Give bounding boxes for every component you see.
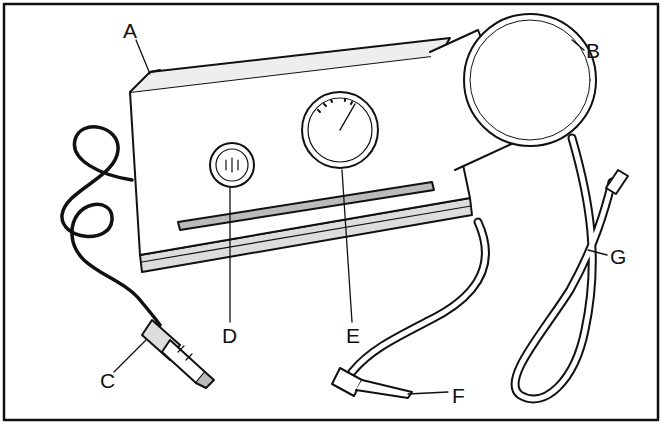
leader-lines xyxy=(114,40,607,394)
button-marks xyxy=(226,158,238,172)
housing-edge xyxy=(150,70,160,72)
inflator-hose-fill xyxy=(352,222,485,372)
callout-letter: D xyxy=(222,325,237,346)
gauge-ticks xyxy=(318,99,352,112)
vent-slot xyxy=(178,182,434,230)
plug-tip xyxy=(196,372,214,388)
plug-ridges xyxy=(178,346,192,360)
power-cord xyxy=(62,127,160,325)
frame-border xyxy=(4,4,658,420)
gauge-needle xyxy=(340,104,355,130)
callout-letter: F xyxy=(452,385,465,406)
inflator-hose xyxy=(352,222,485,372)
plug-barrel xyxy=(162,340,205,383)
gauge-face xyxy=(308,98,372,162)
chuck-body xyxy=(332,368,362,396)
power-button xyxy=(210,143,254,187)
callout-letter: A xyxy=(123,20,137,41)
chuck-lever xyxy=(356,380,412,398)
housing-top xyxy=(130,38,450,92)
callout-letter: B xyxy=(586,40,600,61)
power-button-rim xyxy=(216,149,248,181)
callout-letter: C xyxy=(100,370,115,391)
motor-cap-rim xyxy=(470,20,590,140)
motor-cap xyxy=(464,14,596,146)
hose-fitting xyxy=(606,170,628,194)
callout-letter: G xyxy=(610,246,626,267)
air-hose xyxy=(515,138,612,399)
pressure-gauge xyxy=(302,92,378,168)
callout-letter: E xyxy=(346,325,360,346)
air-hose-fill xyxy=(515,138,612,399)
